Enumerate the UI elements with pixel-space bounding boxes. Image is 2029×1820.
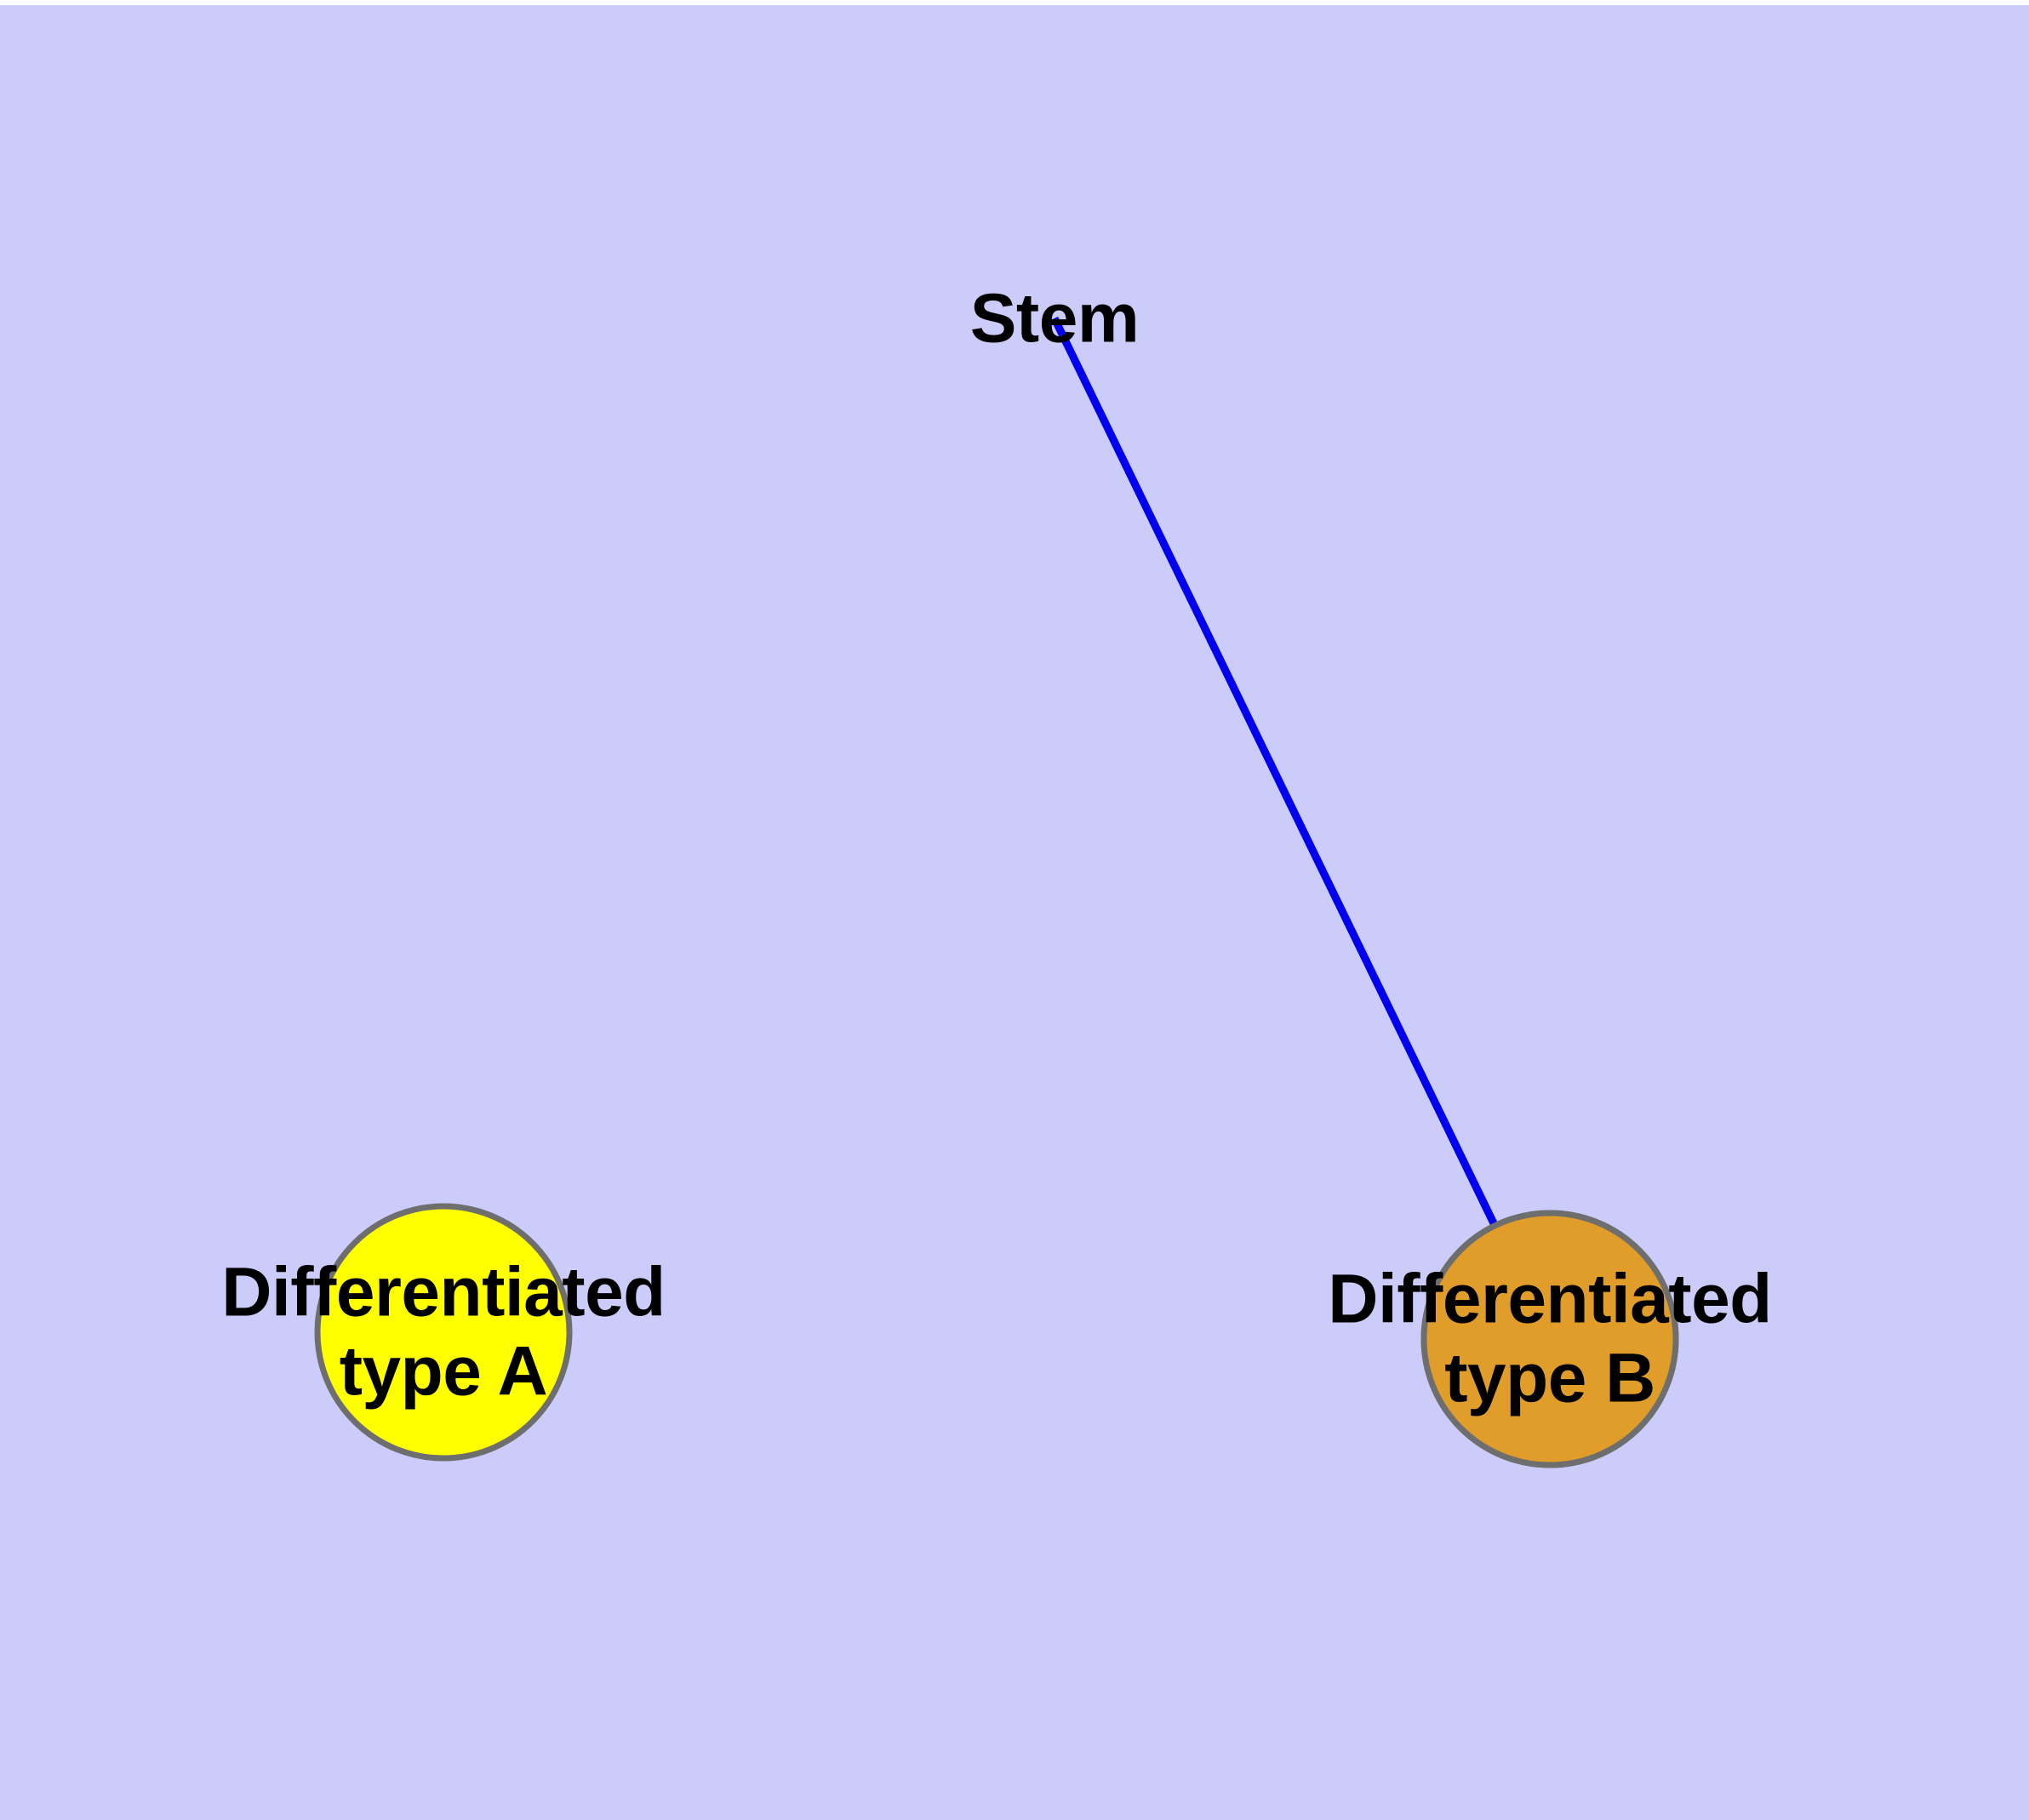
edge-stem-to-differentiated-b <box>1050 317 1554 1341</box>
node-stem[interactable] <box>314 1203 573 1462</box>
edge-layer <box>1050 317 1554 1341</box>
plot-background <box>0 5 2029 1820</box>
node-layer <box>314 1203 1679 1468</box>
node-differentiated-type-b[interactable] <box>1420 1210 1679 1468</box>
